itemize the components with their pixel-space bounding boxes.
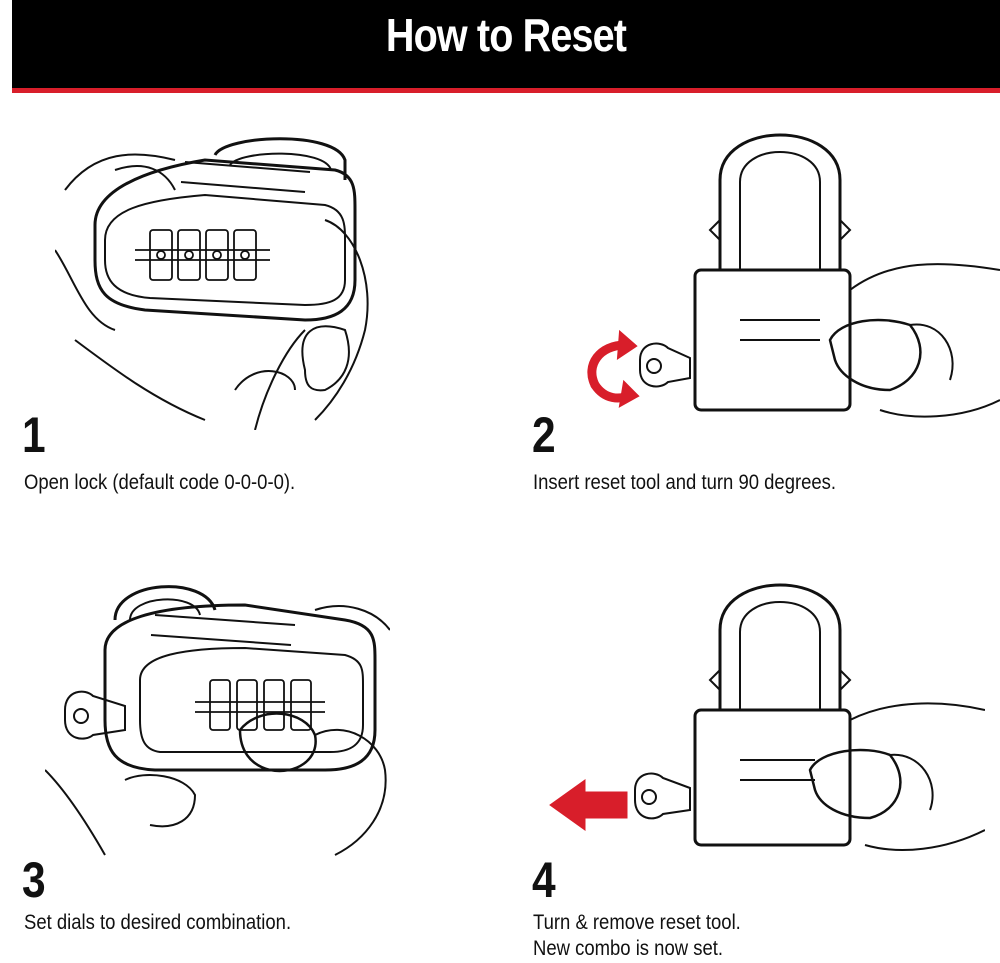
- step-2-text-line: Insert reset tool and turn 90 degrees.: [533, 471, 837, 494]
- step-3-text: Set dials to desired combination.: [24, 910, 291, 936]
- step-1-illustration: [55, 130, 385, 430]
- page-title: How to Reset: [385, 9, 627, 61]
- step-1-number: 1: [22, 407, 46, 463]
- step-3-number: 3: [22, 852, 46, 908]
- step-4-text: Turn & remove reset tool. New combo is n…: [533, 910, 741, 962]
- step-2-number: 2: [532, 407, 556, 463]
- step-3-illustration: [45, 570, 390, 860]
- step-2-text: Insert reset tool and turn 90 degrees.: [533, 470, 836, 496]
- step-3-text-line: Set dials to desired combination.: [24, 911, 292, 934]
- step-1-text-line: Open lock (default code 0-0-0-0).: [24, 471, 296, 494]
- step-4-number: 4: [532, 852, 556, 908]
- step-4-text-line-1: Turn & remove reset tool.: [533, 911, 741, 934]
- step-2-illustration: [580, 120, 1000, 440]
- step-4-text-line-2: New combo is now set.: [533, 937, 724, 960]
- page-header: How to Reset: [12, 0, 1000, 93]
- step-4-illustration: [545, 560, 985, 860]
- step-1-text: Open lock (default code 0-0-0-0).: [24, 470, 295, 496]
